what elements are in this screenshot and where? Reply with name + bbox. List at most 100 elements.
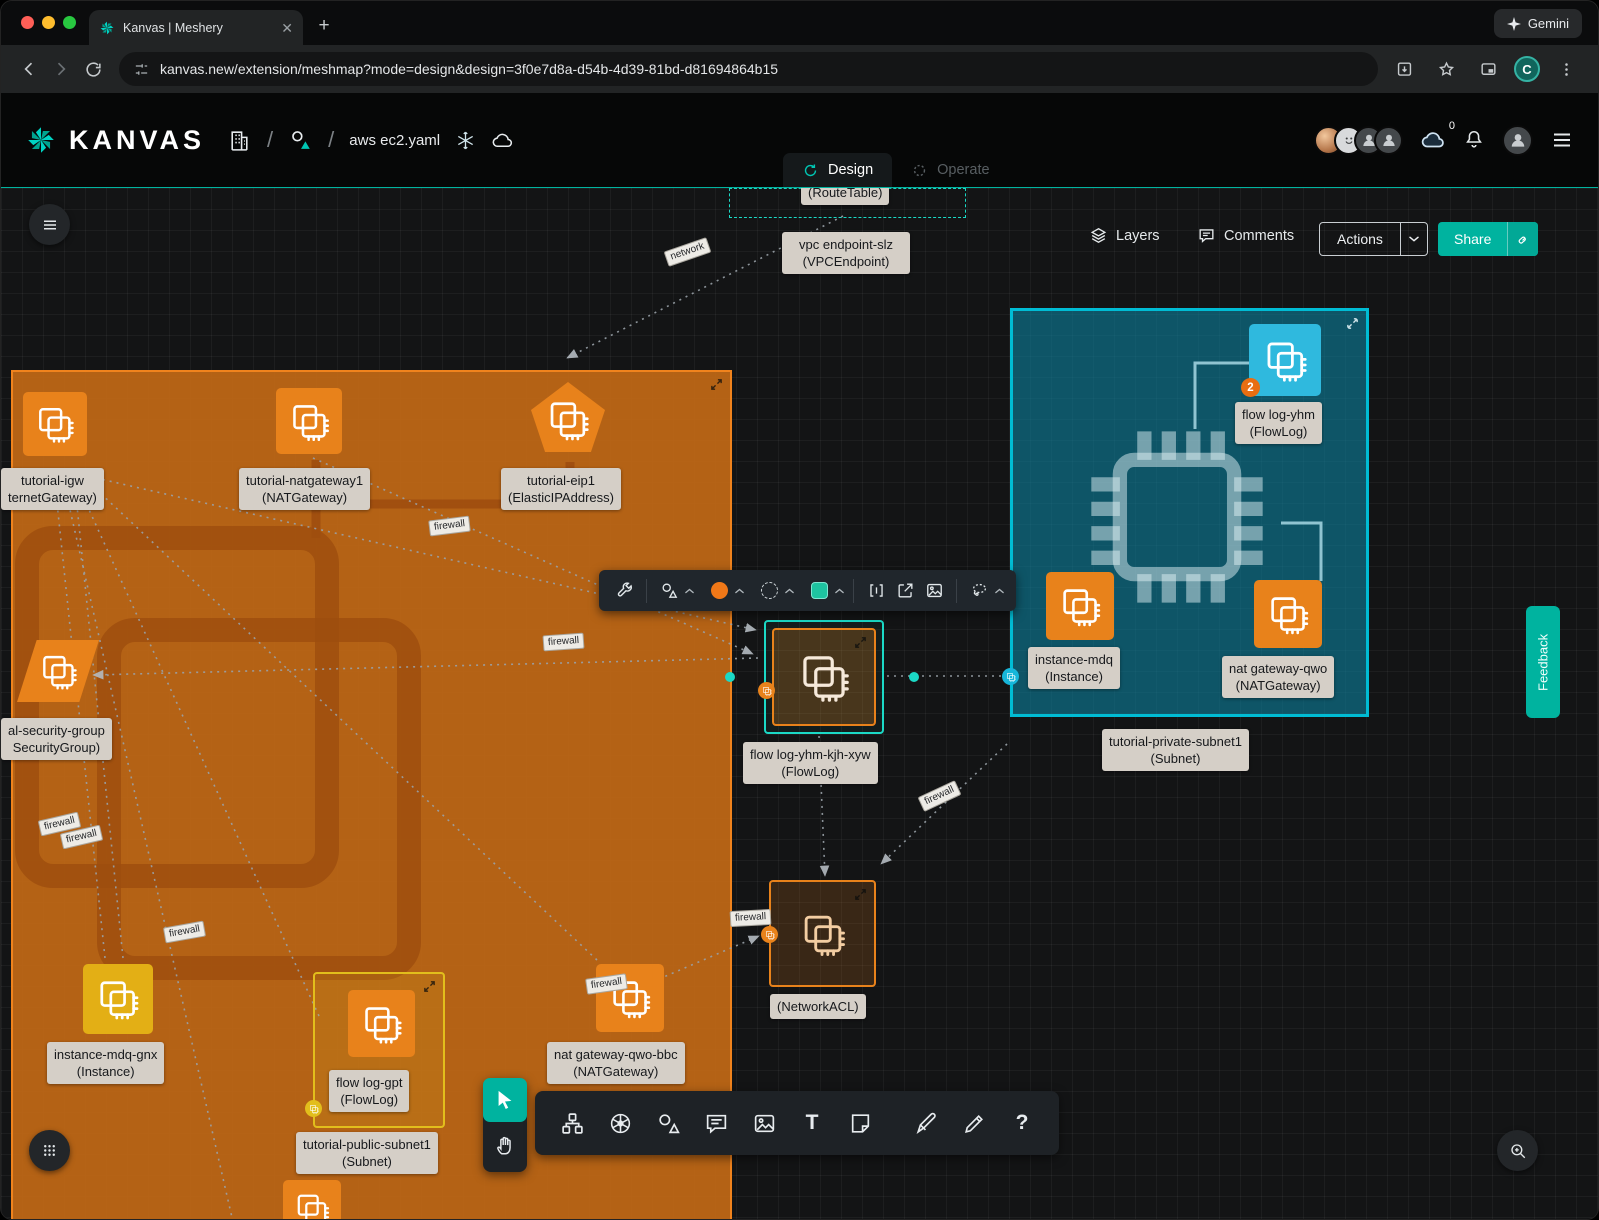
actions-dropdown[interactable]	[1399, 223, 1427, 255]
connection-badge[interactable]	[761, 926, 778, 943]
actions-button[interactable]: Actions	[1319, 222, 1428, 256]
collaborator-avatar[interactable]	[1374, 125, 1403, 155]
rename-button[interactable]	[863, 578, 889, 604]
bookmark-button[interactable]	[1430, 53, 1462, 85]
add-image-button[interactable]	[921, 578, 947, 604]
node-network-acl[interactable]	[769, 880, 876, 987]
close-window-button[interactable]	[21, 16, 34, 29]
kubernetes-tool-button[interactable]	[599, 1102, 641, 1144]
node-label[interactable]: instance-mdq-gnx (Instance)	[47, 1042, 165, 1085]
kanvas-logo[interactable]	[25, 124, 57, 156]
hamburger-menu-icon[interactable]	[1550, 128, 1574, 152]
node-flow-log-selected[interactable]	[764, 620, 884, 734]
browser-tab[interactable]: Kanvas | Meshery ✕	[89, 10, 303, 45]
tab-operate[interactable]: Operate	[892, 153, 1008, 187]
side-panel-button[interactable]	[1472, 53, 1504, 85]
connection-badge[interactable]	[1002, 668, 1019, 685]
node-label[interactable]: al-security-group SecurityGroup)	[1, 718, 112, 761]
node-label[interactable]: tutorial-igw ternetGateway)	[1, 468, 104, 511]
node-label[interactable]: flow log-yhm (FlowLog)	[1235, 402, 1322, 445]
designs-icon[interactable]	[288, 128, 313, 153]
shapes-tool-button[interactable]	[647, 1102, 689, 1144]
chevron-up-icon[interactable]	[835, 588, 844, 594]
url-bar[interactable]: kanvas.new/extension/meshmap?mode=design…	[119, 52, 1378, 86]
components-tool-button[interactable]	[551, 1102, 593, 1144]
select-tool-button[interactable]	[483, 1078, 527, 1122]
organization-icon[interactable]	[227, 128, 252, 153]
expand-icon[interactable]	[854, 636, 867, 649]
zoom-button[interactable]	[1497, 1130, 1538, 1171]
connection-badge[interactable]	[758, 682, 775, 699]
chevron-up-icon[interactable]	[735, 588, 744, 594]
feedback-tab[interactable]: Feedback	[1526, 606, 1560, 718]
browser-menu-button[interactable]	[1550, 53, 1582, 85]
text-tool-button[interactable]: T	[805, 1111, 819, 1134]
flow-log-node-body[interactable]	[772, 628, 876, 726]
cloud-icon[interactable]	[491, 129, 514, 152]
node-label[interactable]: (NetworkACL)	[770, 994, 866, 1020]
node-label[interactable]: nat gateway-qwo-bbc (NATGateway)	[547, 1042, 685, 1085]
minimize-window-button[interactable]	[42, 16, 55, 29]
node-tutorial-igw[interactable]	[23, 392, 87, 456]
forward-button[interactable]	[45, 53, 77, 85]
chevron-up-icon[interactable]	[785, 588, 794, 594]
chevron-up-icon[interactable]	[995, 588, 1004, 594]
gemini-button[interactable]: Gemini	[1493, 9, 1582, 38]
back-button[interactable]	[13, 53, 45, 85]
configure-tool-button[interactable]	[611, 578, 637, 604]
layers-button[interactable]: Layers	[1089, 226, 1160, 245]
node-label[interactable]: (RouteTable)	[801, 188, 890, 206]
selection-handle[interactable]	[725, 672, 735, 682]
lasso-tool-button[interactable]	[966, 578, 992, 604]
node-label[interactable]: instance-mdq (Instance)	[1028, 647, 1121, 690]
snowflake-icon[interactable]	[455, 130, 476, 151]
node-nat-gateway-qwo[interactable]	[1254, 580, 1322, 648]
node-label[interactable]: tutorial-public-subnet1 (Subnet)	[296, 1132, 438, 1175]
node-clipped-bottom[interactable]	[283, 1180, 341, 1219]
pan-tool-button[interactable]	[483, 1122, 527, 1168]
open-in-new-button[interactable]	[892, 578, 918, 604]
pencil-tool-button[interactable]	[953, 1102, 995, 1144]
bell-icon[interactable]	[1463, 129, 1485, 151]
selection-handle[interactable]	[909, 672, 919, 682]
fill-style-button[interactable]	[806, 578, 832, 604]
help-button[interactable]: ?	[1015, 1111, 1029, 1134]
copy-link-button[interactable]	[1507, 222, 1539, 256]
design-canvas[interactable]: (RouteTable) vpc endpoint-slz (VPCEndpoi…	[1, 187, 1598, 1219]
share-button[interactable]: Share	[1438, 222, 1539, 256]
tab-close-icon[interactable]: ✕	[281, 19, 293, 36]
chevron-up-icon[interactable]	[685, 588, 694, 594]
tab-design[interactable]: Design	[783, 153, 893, 187]
node-label[interactable]: tutorial-natgateway1 (NATGateway)	[239, 468, 371, 511]
expand-icon[interactable]	[423, 980, 436, 993]
user-avatar[interactable]	[1502, 124, 1533, 156]
node-label[interactable]: flow log-gpt (FlowLog)	[329, 1070, 410, 1113]
note-tool-button[interactable]	[839, 1102, 881, 1144]
expand-icon[interactable]	[710, 378, 723, 391]
node-instance-mdq[interactable]	[1046, 572, 1114, 640]
border-style-button[interactable]	[756, 578, 782, 604]
sync-status-button[interactable]: 0	[1420, 120, 1455, 153]
count-badge[interactable]: 2	[1241, 378, 1260, 397]
new-tab-button[interactable]: +	[318, 15, 330, 36]
expand-icon[interactable]	[854, 888, 867, 901]
canvas-menu-button[interactable]	[29, 204, 70, 245]
node-label[interactable]: vpc endpoint-slz (VPCEndpoint)	[782, 232, 910, 275]
media-tool-button[interactable]	[743, 1102, 785, 1144]
node-nat-gateway-qwo-bbc[interactable]	[596, 964, 664, 1032]
node-flow-log-gpt[interactable]	[348, 990, 415, 1057]
pen-tool-button[interactable]	[905, 1102, 947, 1144]
collaborator-avatars[interactable]	[1314, 125, 1403, 155]
design-file-name[interactable]: aws ec2.yaml	[349, 131, 441, 149]
node-tutorial-natgateway1[interactable]	[276, 388, 342, 454]
node-label[interactable]: nat gateway-qwo (NATGateway)	[1222, 656, 1335, 699]
maximize-window-button[interactable]	[63, 16, 76, 29]
node-label[interactable]: tutorial-private-subnet1 (Subnet)	[1102, 729, 1249, 772]
node-label[interactable]: flow log-yhm-kjh-xyw (FlowLog)	[743, 742, 878, 785]
connection-badge[interactable]	[305, 1100, 322, 1117]
expand-icon[interactable]	[1346, 317, 1359, 330]
node-color-button[interactable]	[706, 578, 732, 604]
reload-button[interactable]	[77, 53, 109, 85]
save-page-button[interactable]	[1388, 53, 1420, 85]
comments-button[interactable]: Comments	[1197, 226, 1294, 245]
